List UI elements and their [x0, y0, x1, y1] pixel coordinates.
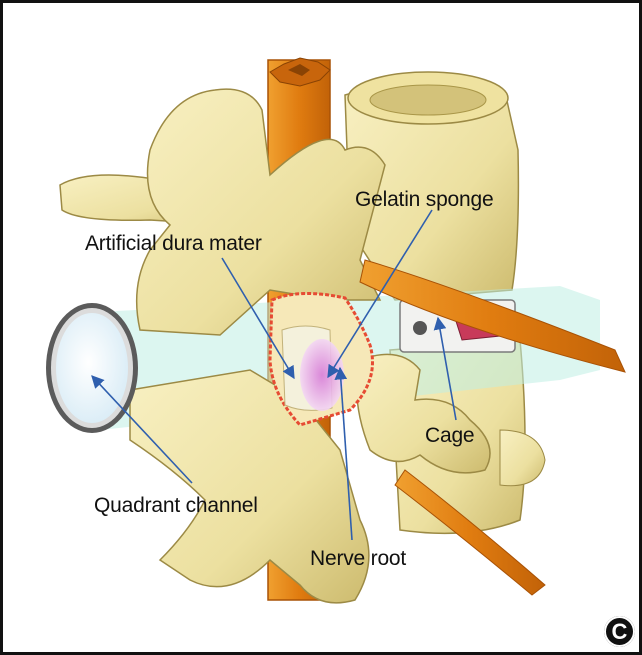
label-gelatin-sponge: Gelatin sponge	[355, 188, 493, 212]
gelatin-sponge	[300, 339, 344, 411]
panel-letter-badge: C	[604, 616, 635, 647]
spinous-lower	[500, 430, 545, 486]
channel-lens	[56, 313, 128, 423]
label-cage: Cage	[425, 424, 474, 448]
label-artificial-dura-mater: Artificial dura mater	[85, 232, 262, 256]
label-nerve-root: Nerve root	[310, 547, 406, 571]
label-quadrant-channel: Quadrant channel	[94, 494, 258, 518]
